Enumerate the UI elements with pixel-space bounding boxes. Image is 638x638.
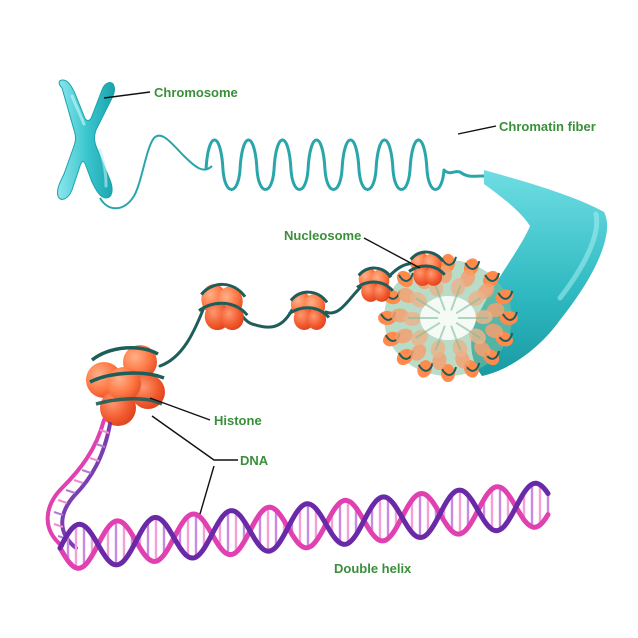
histone-label: Histone — [214, 413, 262, 428]
double-helix-label: Double helix — [334, 561, 412, 576]
chromatin-fiber-label: Chromatin fiber — [499, 119, 596, 134]
leader-lines — [103, 91, 497, 515]
leader-chromosome — [103, 91, 151, 99]
nucleosome-beads — [198, 250, 446, 331]
histone-cluster — [86, 345, 165, 426]
chromosome-label: Chromosome — [154, 85, 238, 100]
chromatin-fiber-strand — [204, 138, 485, 191]
leader-chromatin-fiber — [457, 125, 497, 135]
solenoid-bundle — [378, 253, 518, 383]
leader-histone — [149, 397, 211, 421]
dna-linker-strand — [158, 282, 366, 368]
leader-nucleosome — [363, 237, 421, 269]
chromosome-strand — [99, 134, 213, 210]
leader-dna-lower — [199, 465, 215, 515]
chromosome-graphic — [57, 79, 115, 200]
leader-dna-upper — [151, 415, 238, 461]
dna-label: DNA — [240, 453, 269, 468]
nucleosome-label: Nucleosome — [284, 228, 361, 243]
double-helix-graphic — [57, 480, 551, 571]
